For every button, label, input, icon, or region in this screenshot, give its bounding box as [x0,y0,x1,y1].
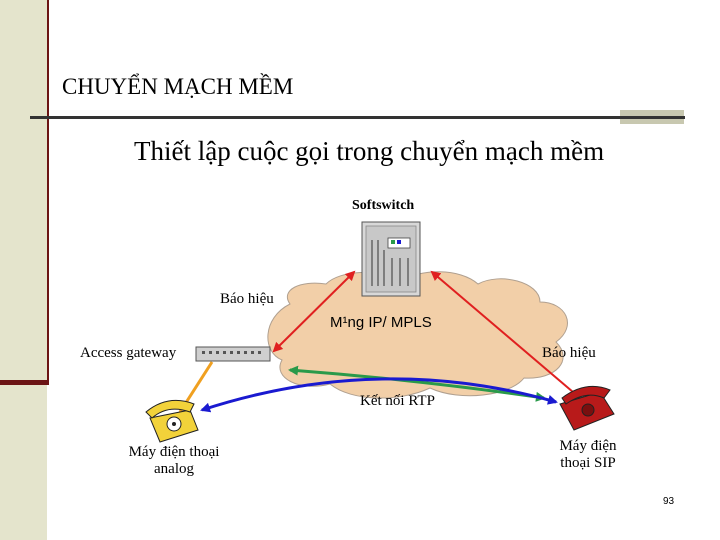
softswitch-server-icon [361,221,421,297]
access-gateway-label: Access gateway [80,345,177,361]
signaling-arrow-right [430,270,582,400]
analog-phone-icon [145,399,199,443]
access-gateway-icon [195,346,271,362]
signaling-left-label: Báo hiệu [220,291,274,307]
analog-phone-label: Máy điện thoại analog [118,444,230,478]
sip-phone-label-line2: thoại SIP [560,455,616,471]
rtp-arrow-blue [200,377,558,413]
softswitch-label: Softswitch [352,198,415,213]
slide-subtitle: Thiết lập cuộc gọi trong chuyển mạch mềm [134,136,605,166]
network-label: M¹ng IP/ MPLS [330,314,432,331]
sip-phone-icon [559,385,615,431]
left-decor-band [0,0,47,540]
rtp-arrow-green [288,365,546,402]
analog-phone-label-line2: analog [154,461,194,477]
page-number: 93 [663,496,675,507]
signaling-arrow-left [272,270,356,353]
sip-phone-label: Máy điện thoại SIP [548,438,628,472]
signaling-right-label: Báo hiệu [542,345,596,361]
rtp-connection-label: Kết nối RTP [360,393,435,409]
slide-title: CHUYỂN MẠCH MỀM [62,74,294,99]
left-decor-line [47,0,49,385]
left-decor-accent [0,380,47,385]
analog-phone-label-line1: Máy điện thoại [128,444,220,460]
sip-phone-label-line1: Máy điện [559,438,617,454]
title-rule [30,116,685,119]
